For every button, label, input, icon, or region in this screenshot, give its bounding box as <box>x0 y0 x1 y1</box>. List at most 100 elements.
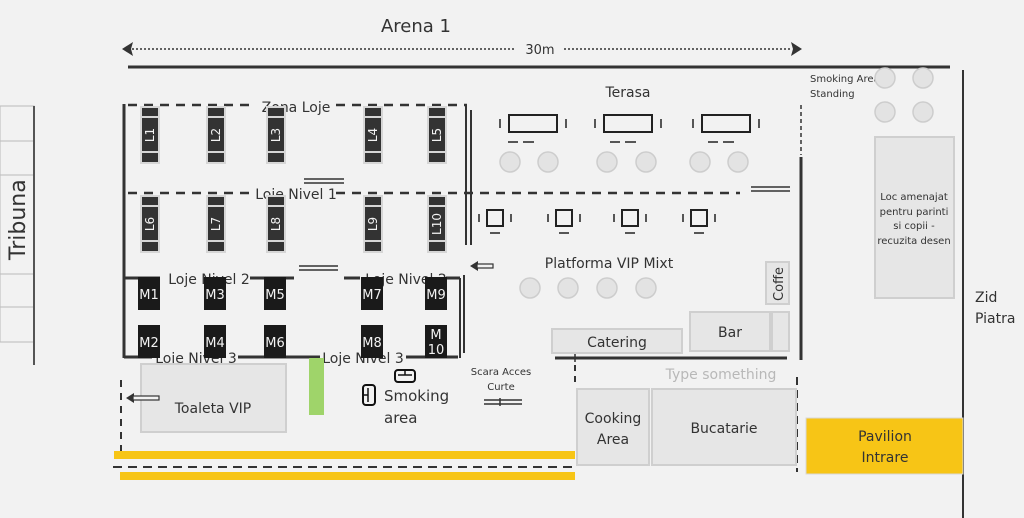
platform-table[interactable] <box>682 209 716 234</box>
loja-l2[interactable]: L2 <box>206 106 226 164</box>
svg-text:Toaleta VIP: Toaleta VIP <box>174 401 252 417</box>
svg-text:Loc amenajat: Loc amenajat <box>880 192 948 203</box>
arrow-left-icon <box>122 42 133 56</box>
loja-l9[interactable]: L9 <box>363 195 383 253</box>
arrow-right-icon <box>791 42 802 56</box>
svg-text:Curte: Curte <box>487 382 515 393</box>
plan-title: Arena 1 <box>381 16 451 37</box>
mese-row-2: M2 M4 M6 M8 M10 <box>138 325 447 358</box>
masa-label: 10 <box>428 343 445 358</box>
smoking-standing-label: Smoking Area <box>810 74 880 85</box>
zid-label: Zid <box>975 290 997 306</box>
svg-text:area: area <box>384 409 417 427</box>
platform-table[interactable] <box>547 209 581 234</box>
terasa-table[interactable] <box>499 114 567 143</box>
masa-m3[interactable]: M3 <box>204 277 226 310</box>
loja-l8[interactable]: L8 <box>266 195 286 253</box>
masa-m10[interactable]: M10 <box>425 325 447 358</box>
platform-table[interactable] <box>613 209 647 234</box>
svg-text:pentru parinti: pentru parinti <box>880 207 949 218</box>
loja-l6[interactable]: L6 <box>140 195 160 253</box>
svg-text:Coffe: Coffe <box>772 267 787 301</box>
masa-label: M9 <box>426 288 446 303</box>
masa-m1[interactable]: M1 <box>138 277 160 310</box>
masa-label: M6 <box>265 336 285 351</box>
masa-label: M1 <box>139 288 159 303</box>
loje-row-2: L6 L7 L8 L9 L10 <box>140 195 447 253</box>
masa-m5[interactable]: M5 <box>264 277 286 310</box>
masa-label: M3 <box>205 288 225 303</box>
arrow-left-icon <box>126 393 160 403</box>
svg-text:Scara Acces: Scara Acces <box>471 367 531 378</box>
masa-m8[interactable]: M8 <box>361 325 383 358</box>
loje-nivel-3-right-label: Loje Nivel 3 <box>322 351 404 367</box>
green-strip <box>309 358 324 415</box>
svg-text:Cooking: Cooking <box>585 411 642 427</box>
mese-row-1: M1 M3 M5 M7 M9 <box>138 277 447 310</box>
loja-label: L10 <box>430 213 444 235</box>
svg-text:si copii -: si copii - <box>893 221 935 232</box>
masa-label: M7 <box>362 288 382 303</box>
terasa-table[interactable] <box>594 114 662 143</box>
loja-label: L5 <box>430 128 444 142</box>
masa-m4[interactable]: M4 <box>204 325 226 358</box>
svg-text:Intrare: Intrare <box>862 450 909 466</box>
svg-text:Smoking: Smoking <box>384 387 449 405</box>
pavilion-intrare: Pavilion Intrare <box>805 417 964 475</box>
loc-amenajat-copii: Loc amenajat pentru parinti si copii - r… <box>874 136 955 299</box>
bar: Bar <box>689 311 790 352</box>
masa-m2[interactable]: M2 <box>138 325 160 358</box>
chair <box>499 151 521 173</box>
toaleta-vip: Toaleta VIP <box>120 363 287 452</box>
cooking-area: Cooking Area <box>576 388 650 466</box>
bucatarie: Bucatarie <box>651 388 797 466</box>
masa-label: M2 <box>139 336 159 351</box>
loje-row-1: L1 L2 L3 L4 L5 <box>140 106 447 164</box>
loja-label: L2 <box>209 128 223 142</box>
chair <box>537 151 559 173</box>
dimension-label: 30m <box>525 43 554 58</box>
loja-l4[interactable]: L4 <box>363 106 383 164</box>
loja-label: L9 <box>366 217 380 231</box>
masa-label: M8 <box>362 336 382 351</box>
loja-label: L8 <box>269 217 283 231</box>
svg-text:Area: Area <box>597 432 629 448</box>
platforma-label: Platforma VIP Mixt <box>545 256 674 272</box>
svg-text:Catering: Catering <box>587 335 647 351</box>
loja-l1[interactable]: L1 <box>140 106 160 164</box>
masa-label: M5 <box>265 288 285 303</box>
svg-text:Bucatarie: Bucatarie <box>690 421 757 437</box>
coffe-stand: Coffe <box>765 261 790 305</box>
scara-acces-curte: Scara Acces Curte <box>471 367 531 406</box>
loja-l3[interactable]: L3 <box>266 106 286 164</box>
platform-table[interactable] <box>478 209 512 234</box>
svg-text:Bar: Bar <box>718 325 742 341</box>
masa-m7[interactable]: M7 <box>361 277 383 310</box>
terasa-label: Terasa <box>605 85 651 101</box>
catering: Catering <box>551 328 683 354</box>
placeholder-text[interactable]: Type something <box>665 367 777 383</box>
terasa: Terasa <box>465 85 790 245</box>
terasa-table[interactable] <box>692 114 760 143</box>
smoking-standing-label-2: Standing <box>810 89 855 100</box>
loja-l7[interactable]: L7 <box>206 195 226 253</box>
loja-label: L7 <box>209 217 223 231</box>
loja-label: L1 <box>143 128 157 142</box>
smoking-area: Smoking area <box>362 369 449 427</box>
loja-label: L4 <box>366 128 380 142</box>
masa-m9[interactable]: M9 <box>425 277 447 310</box>
armchair-icon <box>362 384 376 406</box>
loja-label: L6 <box>143 217 157 231</box>
arrow-left-icon <box>470 261 494 271</box>
sofa-icon <box>394 369 416 383</box>
tribuna-label: Tribuna <box>6 179 31 261</box>
masa-m6[interactable]: M6 <box>264 325 286 358</box>
loja-l5[interactable]: L5 <box>427 106 447 164</box>
masa-label: M <box>430 328 441 343</box>
zid-label-2: Piatra <box>975 311 1015 327</box>
chair <box>635 151 657 173</box>
chair <box>727 151 749 173</box>
dimension-arrow: 30m <box>122 42 802 58</box>
loja-l10[interactable]: L10 <box>427 195 447 253</box>
